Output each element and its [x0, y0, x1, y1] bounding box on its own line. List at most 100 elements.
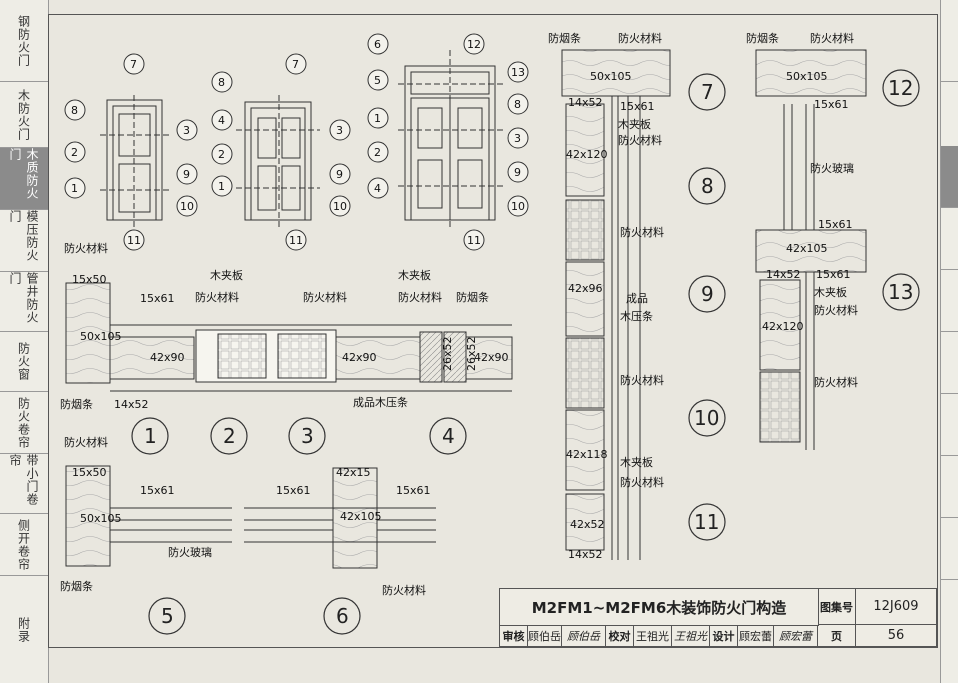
- dim-15x61: 15x61: [140, 484, 175, 497]
- tab-wood-decor-fire-door[interactable]: 木质防火门: [0, 148, 48, 210]
- label-smoke-strip: 防烟条: [60, 397, 93, 411]
- tab-appendix[interactable]: 附录: [0, 576, 48, 683]
- tab-fire-shutter[interactable]: 防火卷帘: [0, 392, 48, 454]
- label-fire-glass: 防火玻璃: [168, 545, 212, 559]
- label-smoke-strip: 防烟条: [548, 31, 581, 45]
- right-tab[interactable]: [941, 456, 958, 518]
- right-tab[interactable]: [941, 270, 958, 332]
- dim-42x52: 42x52: [570, 518, 605, 531]
- label-smoke-strip: 防烟条: [60, 579, 93, 593]
- right-tab[interactable]: [941, 332, 958, 394]
- section-4: 4: [442, 424, 455, 448]
- dim-42x15: 42x15: [336, 466, 371, 479]
- label-wood-strip: 木压条: [620, 309, 653, 323]
- designer-signature: 顾宏蕾: [774, 625, 818, 646]
- label-fire-glass: 防火玻璃: [810, 161, 854, 175]
- tab-label: 钢防火门: [16, 14, 31, 67]
- label-fire-material: 防火材料: [620, 475, 664, 489]
- tab-label: 防火卷帘: [16, 396, 31, 449]
- label-smoke-strip: 防烟条: [456, 290, 489, 304]
- section-2: 2: [223, 424, 236, 448]
- tab-steel-fire-door[interactable]: 钢防火门: [0, 0, 48, 82]
- vertical-section-7-11: [561, 49, 671, 560]
- left-tab-strip: 钢防火门 木防火门 木质防火门 模压防火门 管井防火门 防火窗 防火卷帘 带小门…: [0, 0, 49, 683]
- dim-42x90: 42x90: [342, 351, 377, 364]
- door-elevation-3: [398, 50, 505, 228]
- label-plywood: 木夹板: [814, 285, 847, 299]
- atlas-number-label: 图集号: [818, 589, 856, 625]
- section-1: 1: [144, 424, 157, 448]
- right-tab[interactable]: [941, 518, 958, 580]
- label-fire-material: 防火材料: [814, 303, 858, 317]
- dim-15x61: 15x61: [814, 98, 849, 111]
- dim-42x96: 42x96: [568, 282, 603, 295]
- tab-label: 管井防火门: [8, 272, 39, 324]
- label-fire-material: 防火材料: [814, 375, 858, 389]
- dim-15x50: 15x50: [72, 466, 107, 479]
- label-fire-material: 防火材料: [382, 583, 426, 597]
- label-fire-material: 防火材料: [620, 225, 664, 239]
- callout-11: 11: [127, 234, 141, 247]
- section-8: 8: [701, 174, 714, 198]
- tab-shutter-with-door[interactable]: 带小门卷帘: [0, 454, 48, 514]
- right-tab-strip: [940, 0, 958, 683]
- dim-14x52: 14x52: [568, 548, 603, 561]
- dim-42x90: 42x90: [150, 351, 185, 364]
- dim-50x105: 50x105: [80, 330, 122, 343]
- label-plywood: 木夹板: [618, 117, 651, 131]
- callout-1: 1: [218, 180, 225, 193]
- dim-42x105: 42x105: [340, 510, 382, 523]
- callout-11: 11: [289, 234, 303, 247]
- drawing-title: M2FM1~M2FM6木装饰防火门构造: [500, 589, 819, 626]
- dim-42x118: 42x118: [566, 448, 608, 461]
- tab-wood-fire-door[interactable]: 木防火门: [0, 82, 48, 148]
- callout-12: 12: [467, 38, 481, 51]
- dim-15x61: 15x61: [396, 484, 431, 497]
- section-12: 12: [888, 76, 913, 100]
- callout-circles: [64, 33, 529, 251]
- tab-fire-window[interactable]: 防火窗: [0, 332, 48, 392]
- label-fire-material: 防火材料: [64, 435, 108, 449]
- right-tab[interactable]: [941, 208, 958, 270]
- title-block: M2FM1~M2FM6木装饰防火门构造 图集号 12J609 审核 顾伯岳 顾伯…: [499, 588, 937, 647]
- tab-shaft-fire-door[interactable]: 管井防火门: [0, 272, 48, 332]
- door-elevation-2: [236, 95, 320, 228]
- label-plywood: 木夹板: [620, 455, 653, 469]
- dim-42x120: 42x120: [566, 148, 608, 161]
- label-fire-material: 防火材料: [398, 290, 442, 304]
- tab-molded-fire-door[interactable]: 模压防火门: [0, 210, 48, 272]
- right-tab-active[interactable]: [941, 146, 958, 208]
- check-label: 校对: [606, 625, 634, 646]
- section-number-circles: [131, 69, 920, 635]
- section-9: 9: [701, 282, 714, 306]
- dim-15x61: 15x61: [276, 484, 311, 497]
- callout-4: 4: [218, 114, 225, 127]
- callout-9: 9: [183, 168, 190, 181]
- checker-signature: 王祖光: [672, 625, 710, 646]
- callout-8: 8: [514, 98, 521, 111]
- section-numbers: 1 2 3 4 5 6 7 8 9 10 11 12 13: [144, 76, 913, 628]
- callout-1: 1: [71, 182, 78, 195]
- callout-10: 10: [333, 200, 347, 213]
- tab-side-shutter[interactable]: 侧开卷帘: [0, 514, 48, 576]
- callout-3: 3: [183, 124, 190, 137]
- vertical-section-12-13: [755, 49, 867, 450]
- tab-label: 附录: [16, 616, 31, 643]
- right-tab[interactable]: [941, 0, 958, 82]
- right-tab[interactable]: [941, 394, 958, 456]
- reviewer-signature: 顾伯岳: [562, 625, 606, 646]
- callout-7: 7: [130, 58, 137, 71]
- section-6: 6: [336, 604, 349, 628]
- label-fire-material: 防火材料: [618, 31, 662, 45]
- label-plywood: 木夹板: [210, 268, 243, 282]
- dim-15x61: 15x61: [818, 218, 853, 231]
- dim-42x105: 42x105: [786, 242, 828, 255]
- horizontal-sections-5-6: [65, 465, 436, 569]
- page-number: 56: [887, 628, 905, 643]
- callout-3: 3: [514, 132, 521, 145]
- dim-15x50: 15x50: [72, 273, 107, 286]
- label-plywood: 木夹板: [398, 268, 431, 282]
- dim-26x52: 26x52: [465, 336, 478, 371]
- label-fire-material: 防火材料: [810, 31, 854, 45]
